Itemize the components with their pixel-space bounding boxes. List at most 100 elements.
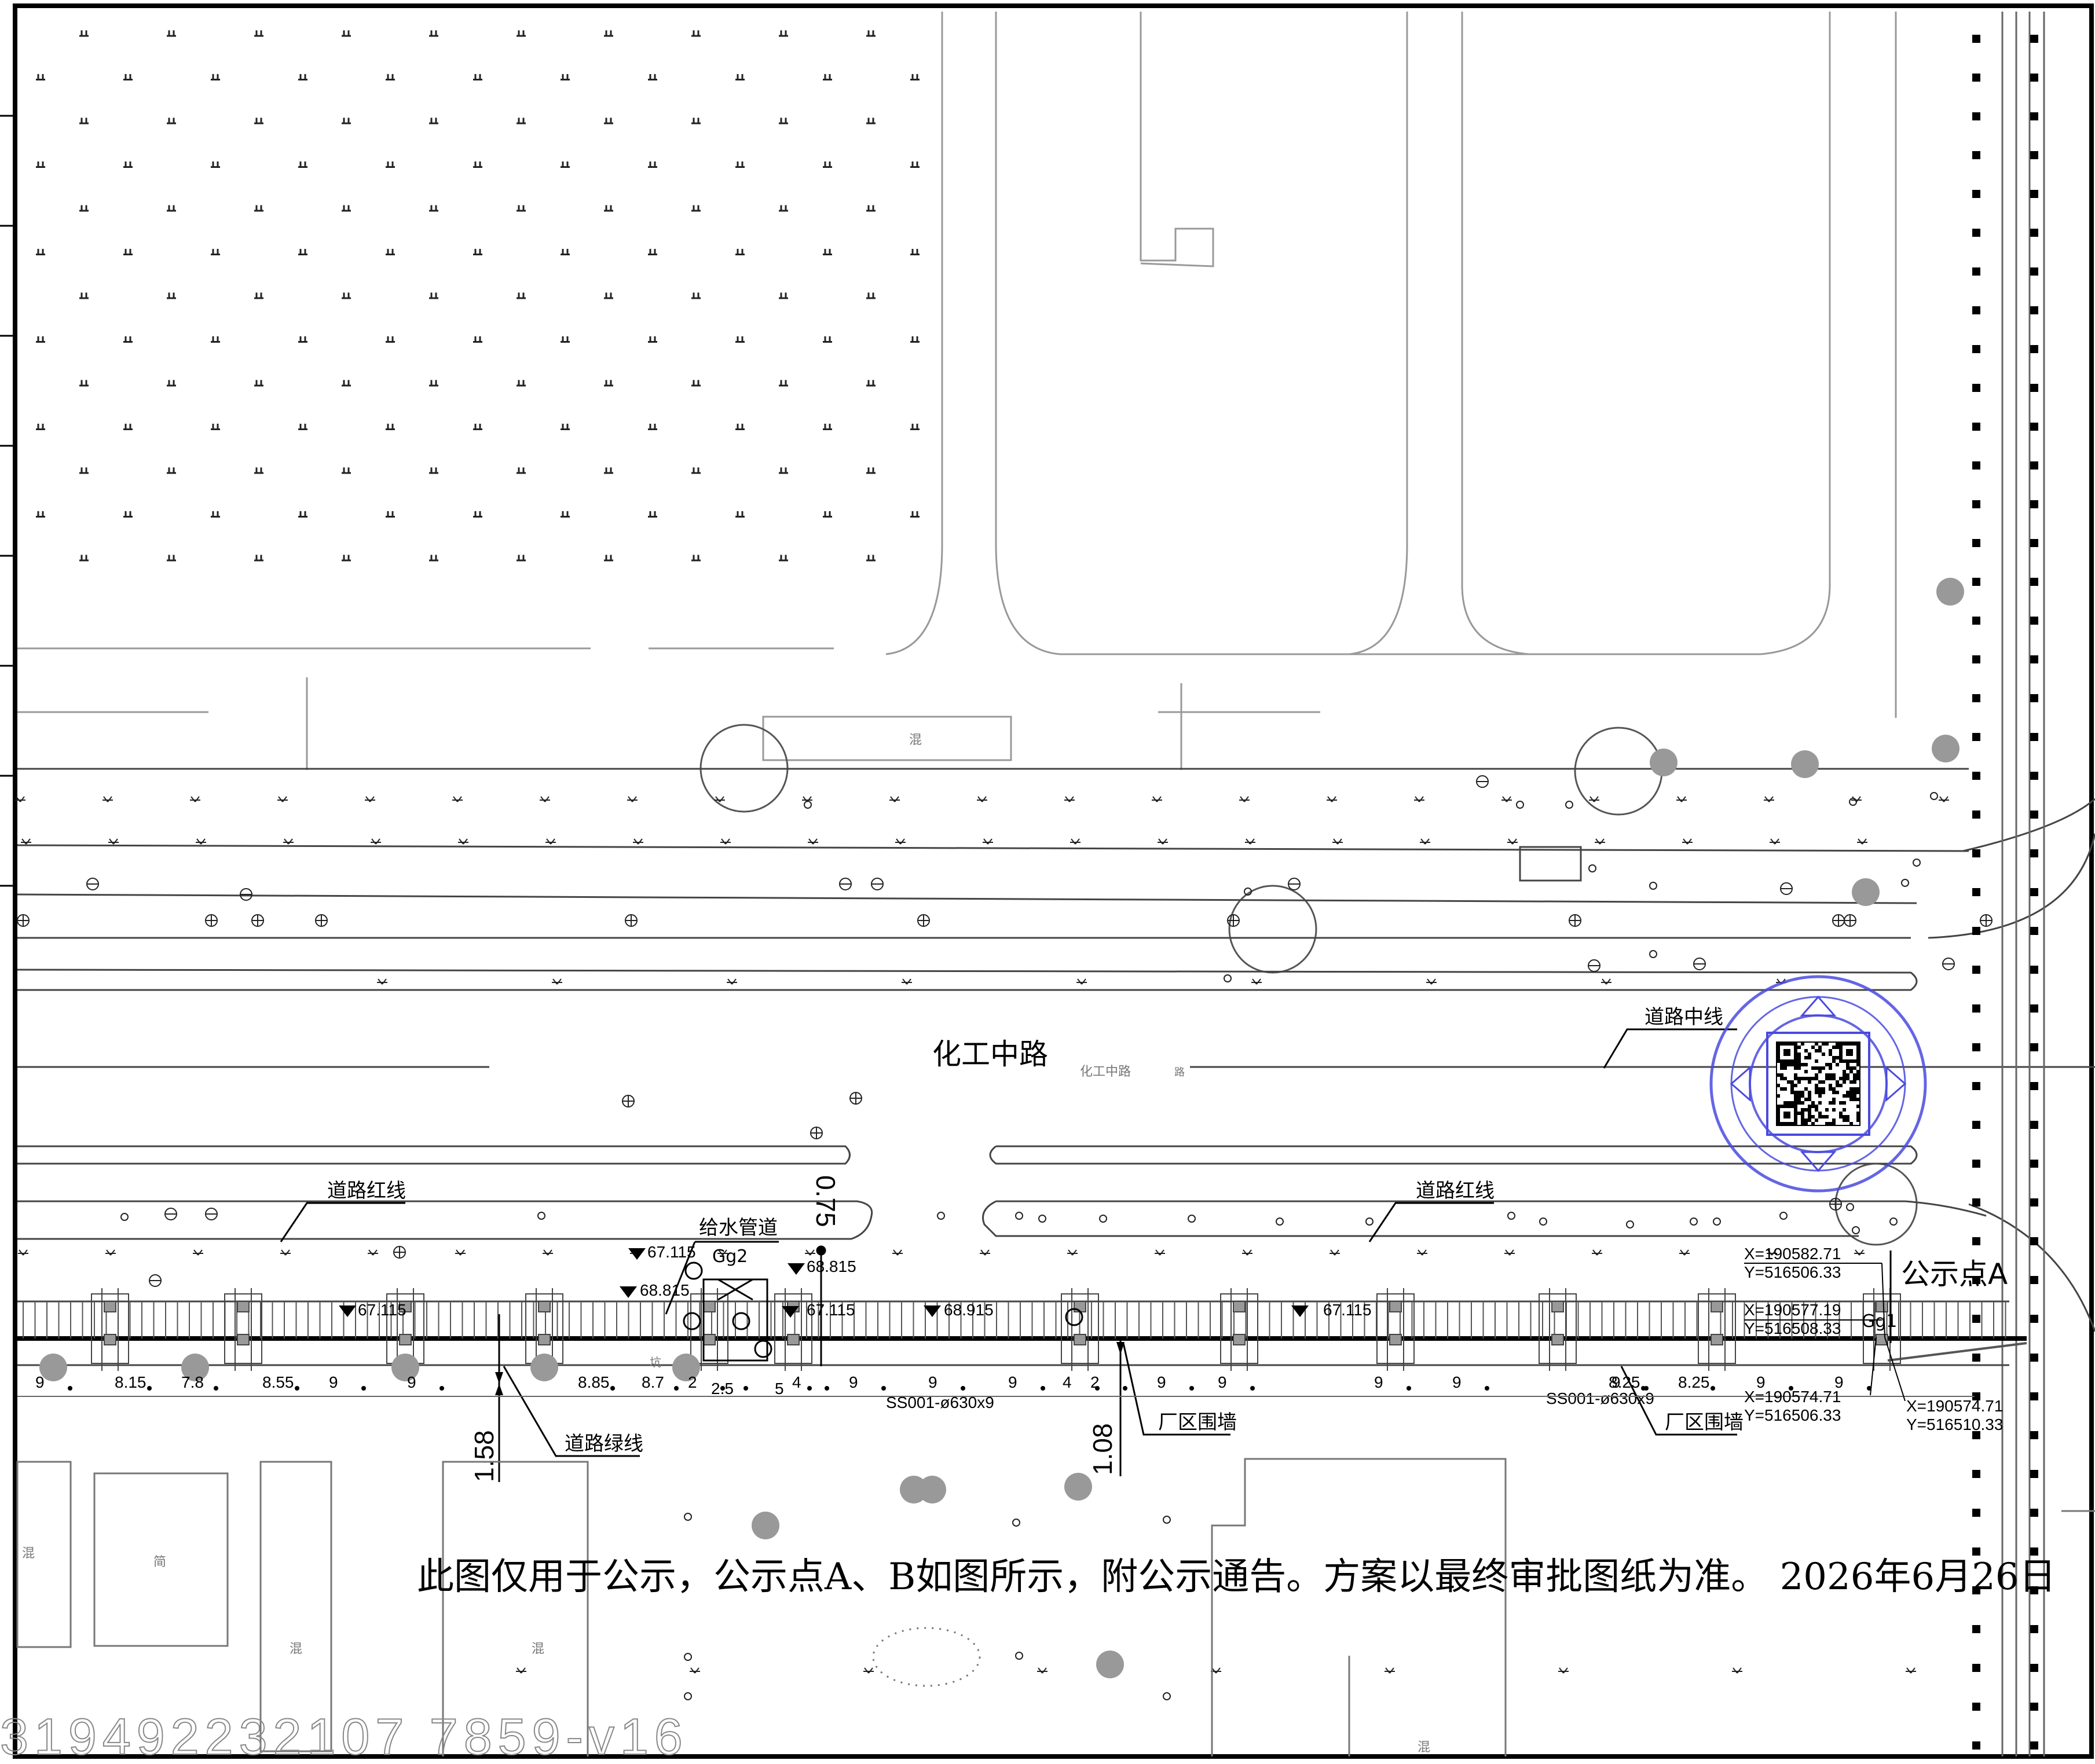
grass-symbol-icon bbox=[812, 838, 818, 845]
rail-marker bbox=[1972, 617, 1980, 625]
qr-module bbox=[1825, 1115, 1829, 1118]
grass-symbol-icon bbox=[1596, 1249, 1602, 1256]
grass-symbol-icon bbox=[803, 796, 808, 802]
grass-symbol-icon bbox=[1770, 838, 1775, 845]
dimension-tick bbox=[743, 1386, 748, 1391]
qr-module bbox=[1801, 1042, 1804, 1046]
lamp-head bbox=[104, 1301, 116, 1312]
spacing-label: 9 bbox=[35, 1373, 45, 1391]
qr-module bbox=[1780, 1087, 1783, 1091]
qr-module bbox=[1783, 1052, 1787, 1056]
tree-symbol-icon bbox=[1852, 878, 1880, 906]
qr-module bbox=[1790, 1063, 1794, 1066]
grass-symbol-icon bbox=[1910, 1667, 1915, 1674]
tree-symbol-icon bbox=[918, 1476, 946, 1503]
qr-module bbox=[1801, 1101, 1804, 1105]
qr-module bbox=[1794, 1049, 1797, 1052]
grass-symbol-icon bbox=[628, 796, 633, 802]
lamp-head bbox=[703, 1301, 716, 1312]
grass-symbol-icon bbox=[365, 796, 371, 802]
qr-module bbox=[1825, 1063, 1829, 1066]
qr-module bbox=[1797, 1052, 1801, 1056]
grass-symbol-icon bbox=[1427, 978, 1432, 985]
lamp-base-frame bbox=[1698, 1293, 1736, 1364]
qr-module bbox=[1832, 1122, 1836, 1125]
qr-module bbox=[1856, 1112, 1860, 1115]
qr-module bbox=[1856, 1056, 1860, 1059]
grass-symbol-icon bbox=[1075, 838, 1080, 845]
utility-symbol-icon bbox=[1012, 1519, 1020, 1527]
svg-text:68.915: 68.915 bbox=[944, 1301, 994, 1319]
qr-module bbox=[1839, 1115, 1843, 1118]
qr-module bbox=[1815, 1077, 1818, 1080]
qr-module bbox=[1790, 1087, 1794, 1091]
svg-text:68.815: 68.815 bbox=[805, 1307, 807, 1308]
qr-module bbox=[1811, 1046, 1815, 1049]
grass-symbol-icon bbox=[369, 796, 375, 802]
spacing-label: 9 bbox=[1611, 1373, 1621, 1391]
rail-marker bbox=[1972, 190, 1980, 198]
grass-symbol-icon bbox=[807, 796, 812, 802]
grass-symbol-icon bbox=[1687, 838, 1692, 845]
qr-module bbox=[1787, 1080, 1790, 1084]
grass-symbol-icon bbox=[868, 1667, 873, 1674]
qr-module bbox=[1846, 1094, 1849, 1098]
qr-module bbox=[1856, 1059, 1860, 1063]
qr-module bbox=[1808, 1056, 1811, 1059]
qr-module bbox=[1843, 1094, 1846, 1098]
spacing-label: 9 bbox=[928, 1373, 937, 1391]
grass-symbol-icon bbox=[372, 1249, 378, 1256]
grass-symbol-icon bbox=[544, 796, 550, 802]
qr-module bbox=[1839, 1042, 1843, 1046]
qr-module bbox=[1783, 1059, 1787, 1063]
svg-text:厂区围墙: 厂区围墙 bbox=[1158, 1411, 1237, 1434]
qr-module bbox=[1839, 1049, 1843, 1052]
qr-module bbox=[1790, 1080, 1794, 1084]
qr-module bbox=[1829, 1087, 1832, 1091]
dimension-tick bbox=[1041, 1386, 1045, 1391]
qr-module bbox=[1794, 1105, 1797, 1108]
qr-module bbox=[1808, 1080, 1811, 1084]
rail-marker bbox=[2030, 927, 2038, 935]
grass-symbol-icon bbox=[460, 1249, 465, 1256]
grass-symbol-icon bbox=[715, 796, 720, 802]
spacing-label: 9 bbox=[1374, 1373, 1383, 1391]
qr-module bbox=[1794, 1084, 1797, 1087]
grass-symbol-icon bbox=[638, 838, 643, 845]
utility-symbol-icon bbox=[1649, 950, 1657, 958]
qr-module bbox=[1801, 1115, 1804, 1118]
utility-symbol-icon bbox=[1901, 879, 1909, 887]
qr-module bbox=[1787, 1115, 1790, 1118]
south-buildings bbox=[16, 1458, 2095, 1756]
qr-module bbox=[1777, 1046, 1780, 1049]
qr-module bbox=[1783, 1115, 1787, 1118]
utility-symbol-icon bbox=[1779, 1212, 1788, 1220]
qr-module bbox=[1794, 1046, 1797, 1049]
svg-text:给水管道: 给水管道 bbox=[699, 1216, 778, 1239]
grass-symbol-icon bbox=[1331, 796, 1336, 802]
lamp-head bbox=[237, 1334, 250, 1345]
qr-module bbox=[1801, 1063, 1804, 1066]
qr-module bbox=[1832, 1118, 1836, 1122]
grass-symbol-icon bbox=[1771, 1249, 1777, 1256]
qr-module bbox=[1783, 1063, 1787, 1066]
qr-module bbox=[1780, 1042, 1783, 1046]
grass-symbol-icon bbox=[1733, 1667, 1738, 1674]
rail-marker bbox=[1972, 1004, 1980, 1013]
lamp-head bbox=[1233, 1301, 1246, 1312]
qr-module bbox=[1797, 1063, 1801, 1066]
qr-module bbox=[1811, 1101, 1815, 1105]
building-outlines bbox=[17, 12, 1897, 770]
qr-module bbox=[1853, 1091, 1856, 1094]
qr-module bbox=[1843, 1042, 1846, 1046]
qr-module bbox=[1794, 1073, 1797, 1077]
utility-symbol-icon bbox=[1015, 1212, 1023, 1220]
qr-module bbox=[1822, 1087, 1825, 1091]
grass-symbol-icon bbox=[1071, 838, 1076, 845]
utility-symbol-icon bbox=[1163, 1516, 1171, 1524]
grass-symbol-icon bbox=[19, 1249, 24, 1256]
lamp-box bbox=[1519, 846, 1582, 882]
rail-marker bbox=[2030, 733, 2038, 741]
rail-marker bbox=[1972, 1160, 1980, 1168]
qr-module bbox=[1783, 1105, 1787, 1108]
